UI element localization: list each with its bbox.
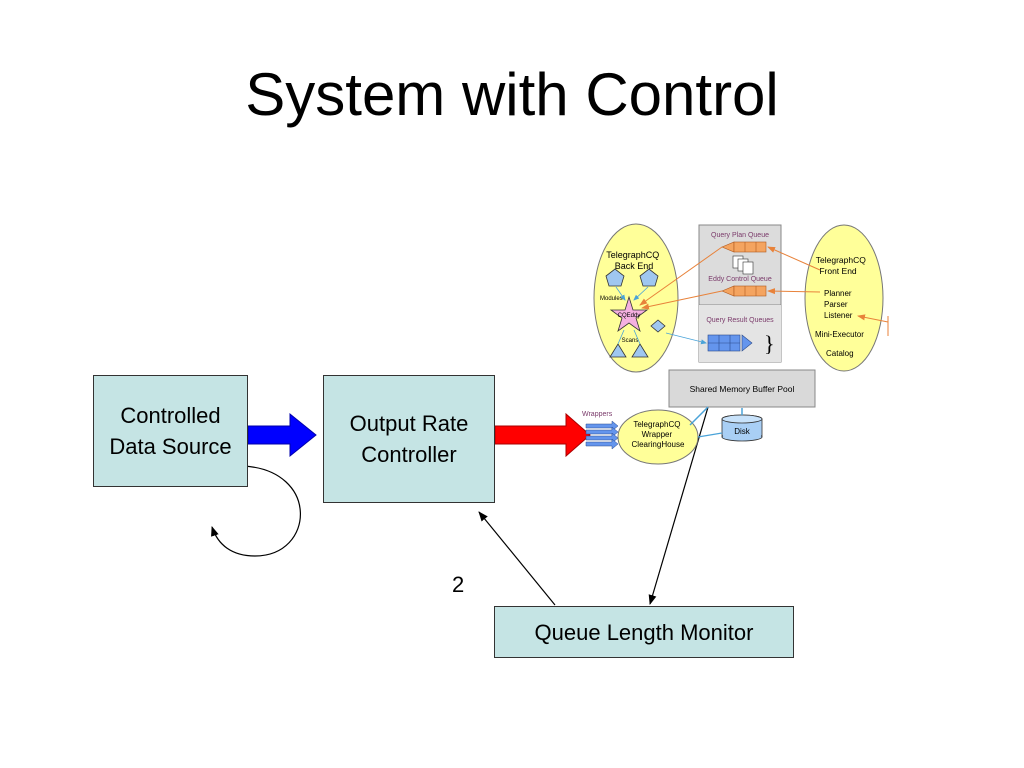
edge-label: 2 — [452, 572, 465, 597]
controlled-data-source-label: Controlled Data Source — [109, 403, 232, 459]
shared-memory-box — [668, 369, 816, 408]
listener-label: Listener — [824, 311, 853, 320]
query-plan-queue-label: Query Plan Queue — [711, 232, 769, 239]
backend-label: TelegraphCQ Back End — [606, 250, 662, 271]
cqeddy-star-icon — [609, 295, 649, 333]
scans-label: Scans — [622, 338, 639, 344]
triangle-right-icon — [631, 343, 649, 358]
catalog-label: Catalog — [826, 349, 854, 358]
modules-label: Modules — [600, 296, 623, 302]
pentagon-right-icon — [639, 268, 659, 287]
shared-memory-label: Shared Memory Buffer Pool — [690, 384, 795, 394]
cqeddy-label: CQEddy — [618, 313, 641, 319]
disk-label: Disk — [734, 427, 751, 436]
feedback-arrow — [478, 511, 556, 606]
wrappers-label: Wrappers — [582, 411, 613, 418]
output-rate-controller-box: Output Rate Controller — [323, 375, 495, 503]
diamond-icon — [650, 319, 666, 333]
blue-arrow — [247, 412, 317, 458]
clearinghouse-label: TelegraphCQ Wrapper ClearingHouse — [632, 420, 685, 449]
frontend-ellipse — [804, 224, 884, 372]
output-rate-controller-label: Output Rate Controller — [349, 411, 469, 467]
controlled-data-source-box: Controlled Data Source — [93, 375, 248, 487]
telegraphcq-architecture: TelegraphCQ Back End Modules CQEddy Scan… — [582, 223, 889, 465]
eddy-control-queue-label: Eddy Control Queue — [708, 276, 772, 283]
parser-label: Parser — [824, 300, 848, 309]
red-arrow — [494, 412, 591, 458]
planner-label: Planner — [824, 289, 852, 298]
svg-text:}: } — [764, 331, 775, 356]
triangle-left-icon — [609, 343, 627, 358]
frontend-label: TelegraphCQ Front End — [816, 255, 868, 276]
mini-executor-label: Mini-Executor — [815, 330, 864, 339]
wrapper-arrows — [585, 420, 619, 450]
pentagon-left-icon — [605, 268, 625, 287]
queue-length-monitor-box: Queue Length Monitor — [494, 606, 794, 658]
queue-length-monitor-label: Queue Length Monitor — [534, 619, 754, 645]
query-result-queues-label: Query Result Queues — [706, 317, 774, 324]
monitor-arrow — [648, 379, 717, 605]
self-loop-arrow — [211, 465, 301, 557]
disk-icon — [721, 414, 763, 442]
slide-title: System with Control — [245, 61, 779, 128]
